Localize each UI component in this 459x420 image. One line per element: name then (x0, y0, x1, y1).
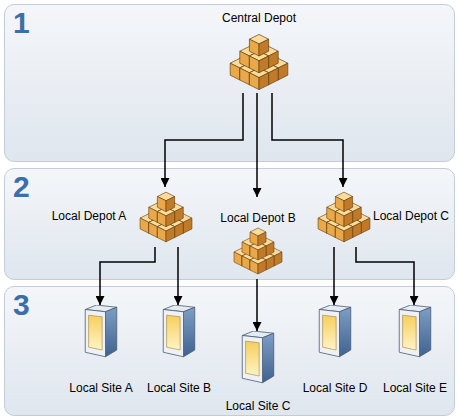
depot-label: Local Depot B (209, 211, 307, 225)
depot-label: Local Depot C (369, 209, 453, 223)
tier-band: 3Local Site ALocal Site BLocal Site CLoc… (4, 286, 455, 416)
server-icon (240, 331, 276, 385)
server-icon (83, 305, 119, 359)
band-number: 1 (13, 7, 53, 39)
box-stack-icon (318, 192, 370, 242)
box-stack-icon (139, 191, 193, 243)
site-label: Local Site B (141, 381, 217, 395)
band-number: 3 (13, 289, 53, 321)
server-icon (399, 305, 431, 357)
depot-node: Local Depot B (209, 197, 307, 279)
tier-band: 2Local Depot A Local Depot B Local Depot C (4, 168, 455, 280)
server-icon (397, 305, 433, 359)
server-icon (85, 305, 117, 357)
site-node: Local Site E (377, 305, 453, 397)
server-icon (161, 305, 197, 359)
site-label: Local Site E (377, 381, 453, 395)
site-node: Local Site B (141, 305, 217, 397)
site-node: Local Site C (220, 331, 296, 415)
depot-label: Central Depot (201, 11, 317, 25)
server-icon (319, 305, 351, 357)
box-stack-icon (140, 192, 192, 242)
server-icon (317, 305, 353, 359)
depot-node: Local Depot C (317, 187, 453, 247)
tier-band: 1 Central Depot (4, 4, 455, 162)
site-label: Local Site D (297, 381, 373, 395)
server-icon (163, 305, 195, 357)
site-node: Local Site D (297, 305, 373, 397)
depot-node: Local Depot A (41, 187, 193, 247)
site-label: Local Site A (63, 381, 139, 395)
box-stack-icon (317, 191, 371, 243)
box-stack-icon (233, 227, 283, 275)
box-stack-icon (229, 33, 289, 91)
server-icon (242, 331, 274, 383)
box-stack-icon (230, 34, 288, 89)
site-node: Local Site A (63, 305, 139, 397)
depot-node: Central Depot (201, 9, 317, 93)
site-label: Local Site C (220, 399, 296, 413)
depot-label: Local Depot A (41, 209, 137, 223)
box-stack-icon (234, 228, 282, 274)
band-number: 2 (13, 171, 53, 203)
